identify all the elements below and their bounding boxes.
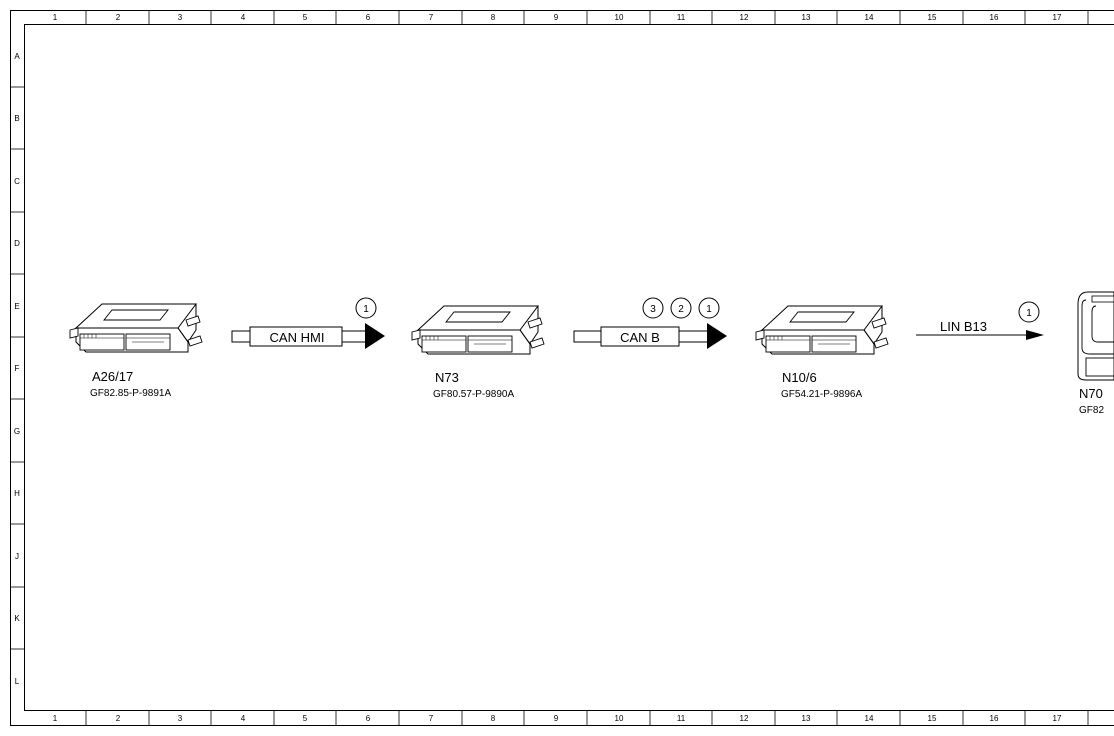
module-name: N70 [1079,386,1103,401]
connection-can-hmi[interactable]: CAN HMI 1 [231,297,385,349]
col-label-bottom: 5 [303,714,308,723]
bus-label-box [600,326,680,347]
col-label-bottom: 2 [116,714,121,723]
col-label-top: 1 [53,13,58,22]
col-label-bottom: 3 [178,714,183,723]
module-n10-6[interactable]: N10/6 GF54.21-P-9896A [755,305,889,400]
col-label-top: 5 [303,13,308,22]
bus-label: CAN HMI [270,330,325,345]
ecu-icon [411,305,545,355]
col-label-bottom: 12 [740,714,749,723]
col-label-bottom: 9 [554,714,559,723]
marker-number: 1 [363,304,369,315]
row-label: B [14,114,19,123]
row-label: F [15,364,20,373]
arrow-head-icon [365,323,385,349]
circle-marker [670,297,692,319]
row-label: A [14,52,20,61]
col-label-top: 14 [865,13,874,22]
col-label-bottom: 8 [491,714,496,723]
connection-can-b[interactable]: CAN B 3 2 1 [573,297,727,349]
row-label: G [14,427,20,436]
col-label-bottom: 10 [615,714,624,723]
module-part-number: GF82.85-P-9891A [90,388,171,399]
col-label-top: 10 [615,13,624,22]
marker-number: 2 [678,304,684,315]
module-part-number: GF54.21-P-9896A [781,389,862,400]
module-part-number: GF80.57-P-9890A [433,389,514,400]
col-label-bottom: 15 [928,714,937,723]
row-label: D [14,239,20,248]
row-label: C [14,177,20,186]
col-label-top: 7 [429,13,434,22]
col-label-bottom: 13 [802,714,811,723]
connection-lin-b13[interactable]: LIN B13 1 [916,301,1044,340]
col-label-top: 15 [928,13,937,22]
row-label: L [15,677,20,686]
arrow-head-icon [1026,330,1044,340]
circle-marker [1018,301,1040,323]
ecu-icon [69,303,203,353]
module-name: N73 [435,370,459,385]
inner-frame [24,24,1114,711]
col-label-bottom: 1 [53,714,58,723]
col-label-bottom: 4 [241,714,246,723]
bus-label: CAN B [620,330,660,345]
module-part-number: GF82 [1079,405,1104,416]
col-label-top: 11 [677,13,686,22]
row-ruler-left: A B C D E F G H J K L [11,52,25,686]
circle-marker [642,297,664,319]
bus-label-box [249,326,343,347]
marker-number: 1 [706,304,712,315]
col-label-bottom: 7 [429,714,434,723]
bus-label: LIN B13 [940,319,987,334]
marker-number: 3 [650,304,656,315]
col-label-top: 12 [740,13,749,22]
col-label-top: 9 [554,13,559,22]
row-label: H [14,489,20,498]
col-label-top: 4 [241,13,246,22]
col-label-bottom: 11 [677,714,686,723]
module-n70[interactable]: N70 GF82 [1077,291,1114,416]
circle-marker [355,297,377,319]
arrow-head-icon [707,323,727,349]
col-label-bottom: 16 [990,714,999,723]
col-label-top: 3 [178,13,183,22]
row-label: K [14,614,20,623]
module-n73[interactable]: N73 GF80.57-P-9890A [411,305,545,400]
col-label-top: 13 [802,13,811,22]
row-label: E [14,302,19,311]
column-ruler-bottom: 1 2 3 4 5 6 7 8 9 10 11 12 13 14 15 16 1… [53,711,1089,725]
row-label: J [15,552,19,561]
col-label-top: 8 [491,13,496,22]
col-label-top: 6 [366,13,371,22]
module-a26-17[interactable]: A26/17 GF82.85-P-9891A [69,303,203,399]
column-ruler-top: 1 2 3 4 5 6 7 8 9 10 11 12 13 14 15 16 1… [53,11,1089,25]
col-label-top: 2 [116,13,121,22]
module-name: N10/6 [782,370,817,385]
overhead-control-panel-icon [1077,291,1114,381]
marker-number: 1 [1026,308,1032,319]
module-name: A26/17 [92,369,133,384]
circle-marker [698,297,720,319]
col-label-top: 16 [990,13,999,22]
ecu-icon [755,305,889,355]
col-label-bottom: 17 [1053,714,1062,723]
col-label-top: 17 [1053,13,1062,22]
outer-frame [10,10,1114,726]
col-label-bottom: 6 [366,714,371,723]
col-label-bottom: 14 [865,714,874,723]
